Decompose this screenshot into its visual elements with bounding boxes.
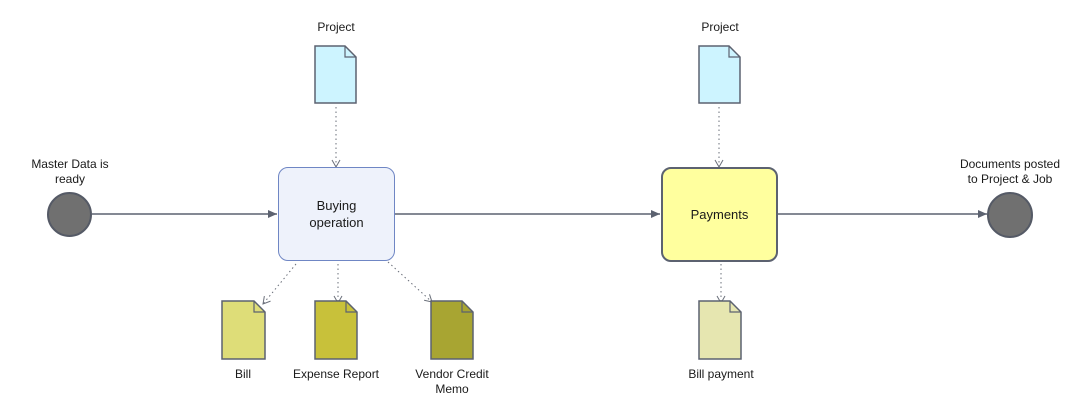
assoc-buying-to-vendor-credit-memo — [387, 261, 433, 303]
input-project-label: Project — [317, 20, 355, 34]
start-event[interactable] — [47, 192, 92, 237]
document-icon[interactable] — [314, 300, 358, 360]
document-icon[interactable] — [430, 300, 474, 360]
output-bill-label: Bill — [234, 367, 251, 381]
end-event-label: Documents posted to Project & Job — [959, 157, 1061, 186]
start-event-label: Master Data is ready — [31, 157, 109, 186]
task-payments[interactable]: Payments — [661, 167, 778, 262]
task-payments-label: Payments — [690, 207, 749, 222]
end-event[interactable] — [987, 192, 1033, 238]
document-icon[interactable] — [221, 300, 266, 360]
document-icon[interactable] — [698, 45, 741, 104]
output-bill-payment-label: Bill payment — [688, 367, 754, 381]
assoc-buying-to-bill — [262, 263, 297, 305]
input-project-label: Project — [701, 20, 739, 34]
task-buying-operation-label: Buying operation — [309, 198, 364, 230]
output-vendor-credit-memo-label: Vendor Credit Memo — [415, 367, 489, 396]
document-icon[interactable] — [698, 300, 742, 360]
task-buying-operation[interactable]: Buying operation — [278, 167, 395, 261]
document-icon[interactable] — [314, 45, 357, 104]
output-expense-report-label: Expense Report — [292, 367, 380, 381]
